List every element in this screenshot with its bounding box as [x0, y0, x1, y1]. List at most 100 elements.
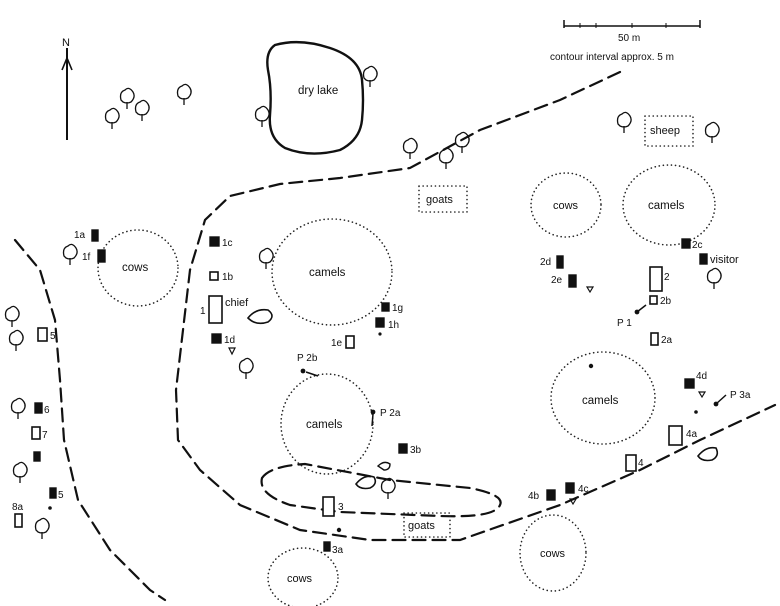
- tree-icon: [380, 477, 396, 499]
- tree-icon: [616, 111, 632, 133]
- hut-4: 4: [625, 454, 644, 472]
- hut-4a: 4a: [668, 425, 698, 446]
- tree-icon: [62, 243, 78, 265]
- post-p2b-label: P 2b: [297, 353, 318, 364]
- pen-cows-bottom-right: cows: [519, 514, 587, 592]
- hut-1g: 1g: [381, 302, 403, 314]
- hut-3b-label: 3b: [410, 445, 422, 456]
- post-p3a: P 3a: [713, 390, 751, 407]
- hut-8: [33, 451, 41, 462]
- contour-label: contour interval approx. 5 m: [550, 52, 674, 63]
- hut-8a: 8a: [12, 502, 24, 528]
- tree-icon: [176, 83, 192, 105]
- pen-camels-center: camels: [271, 218, 393, 326]
- hut-6-label: 6: [44, 405, 50, 416]
- hut-visitor-label: visitor: [710, 254, 739, 266]
- hut-4d-label: 4d: [696, 371, 707, 382]
- bushes: [246, 308, 719, 490]
- bush-icon: [355, 475, 377, 490]
- hut-1b: 1b: [209, 271, 234, 283]
- pen-cows-bottom-left-label: cows: [287, 573, 313, 585]
- hut-1e-label: 1e: [331, 338, 343, 349]
- hut-2a-label: 2a: [661, 335, 673, 346]
- pen-goats-top: goats: [418, 185, 468, 213]
- tree-icon: [104, 107, 120, 129]
- hut-2-label: 2: [664, 272, 670, 283]
- hut-2c: 2c: [681, 238, 703, 251]
- pen-camels-center-label: camels: [309, 267, 346, 279]
- hut-1g-label: 1g: [392, 303, 403, 314]
- tree-icon: [119, 87, 135, 109]
- pen-camels-right-top: camels: [622, 164, 716, 246]
- tree-icon: [362, 65, 378, 87]
- hut-2e-label: 2e: [551, 275, 563, 286]
- hut-4d: 4d: [684, 371, 707, 399]
- hut-8a-label: 8a: [12, 502, 24, 513]
- hut-1h: 1h: [375, 317, 399, 336]
- pen-camels-right-top-label: camels: [648, 200, 685, 212]
- hut-1d: 1d: [211, 333, 236, 356]
- hut-1c: 1c: [209, 236, 233, 249]
- hut-1e: 1e: [331, 335, 355, 349]
- hut-3a: 3a: [323, 541, 344, 556]
- tree-icon: [238, 357, 254, 379]
- post-p2a-label: P 2a: [380, 408, 401, 419]
- dry-lake: dry lake: [266, 40, 365, 155]
- contour-loop: [260, 462, 502, 518]
- pen-cows-left: cows: [97, 229, 179, 307]
- hut-2a: 2a: [650, 332, 673, 346]
- post-p1-label: P 1: [617, 318, 632, 329]
- hut-4a-label: 4a: [686, 429, 698, 440]
- hut-5: 5: [37, 327, 56, 342]
- hut-2d: 2d: [540, 255, 564, 269]
- tree-icon: [254, 105, 270, 127]
- hut-1b-label: 1b: [222, 272, 234, 283]
- hut-6: 6: [34, 402, 50, 416]
- hut-3b: 3b: [398, 443, 422, 456]
- contour-left: [13, 238, 167, 602]
- hut-1d-label: 1d: [224, 335, 235, 346]
- tree-icon: [12, 461, 28, 483]
- hut-3: 3: [322, 496, 344, 533]
- tree-icon: [10, 397, 26, 419]
- hut-2e: 2e: [551, 274, 595, 294]
- hut-2b: 2b: [649, 295, 672, 307]
- bush-icon: [376, 461, 391, 471]
- hut-7: 7: [31, 426, 48, 441]
- contour-lines: [13, 70, 777, 602]
- hut-2c-label: 2c: [692, 240, 703, 251]
- tree-icon: [704, 121, 720, 143]
- hut-1f-label: 1f: [82, 252, 91, 263]
- pen-cows-bottom-right-label: cows: [540, 548, 566, 560]
- pen-goats-bottom-label: goats: [408, 520, 435, 532]
- hut-1-label: 1: [200, 306, 206, 317]
- pen-cows-right: cows: [530, 172, 602, 238]
- hut-4c: 4c: [565, 482, 589, 506]
- hut-4b: 4b: [528, 489, 556, 502]
- hut-1a-label: 1a: [74, 230, 86, 241]
- hut-9-label: 5: [58, 490, 64, 501]
- pen-sheep: sheep: [644, 115, 694, 147]
- hut-visitor: visitor: [699, 253, 739, 266]
- trees: [4, 65, 722, 539]
- hut-2b-label: 2b: [660, 296, 672, 307]
- pen-camels-right: camels: [550, 351, 656, 445]
- animal-pens: sheep goats goats cows cows cows cows c: [97, 115, 716, 606]
- hut-2d-label: 2d: [540, 257, 551, 268]
- contour-top: [174, 70, 777, 542]
- hut-4b-label: 4b: [528, 491, 540, 502]
- tree-icon: [438, 147, 454, 169]
- pen-sheep-label: sheep: [650, 125, 680, 137]
- bush-icon: [246, 308, 273, 325]
- hut-7-label: 7: [42, 430, 48, 441]
- huts: 1a 1f 1c 1b 1 chief 1d 1g: [12, 229, 751, 556]
- tree-icon: [706, 267, 722, 289]
- pen-camels-mid: camels: [280, 373, 374, 475]
- bush-icon: [697, 446, 719, 462]
- scale-label: 50 m: [618, 33, 640, 44]
- hut-1f: 1f: [82, 249, 106, 263]
- hut-4c-label: 4c: [578, 484, 589, 495]
- scale-bar: 50 m contour interval approx. 5 m: [550, 20, 701, 63]
- tree-icon: [4, 305, 20, 327]
